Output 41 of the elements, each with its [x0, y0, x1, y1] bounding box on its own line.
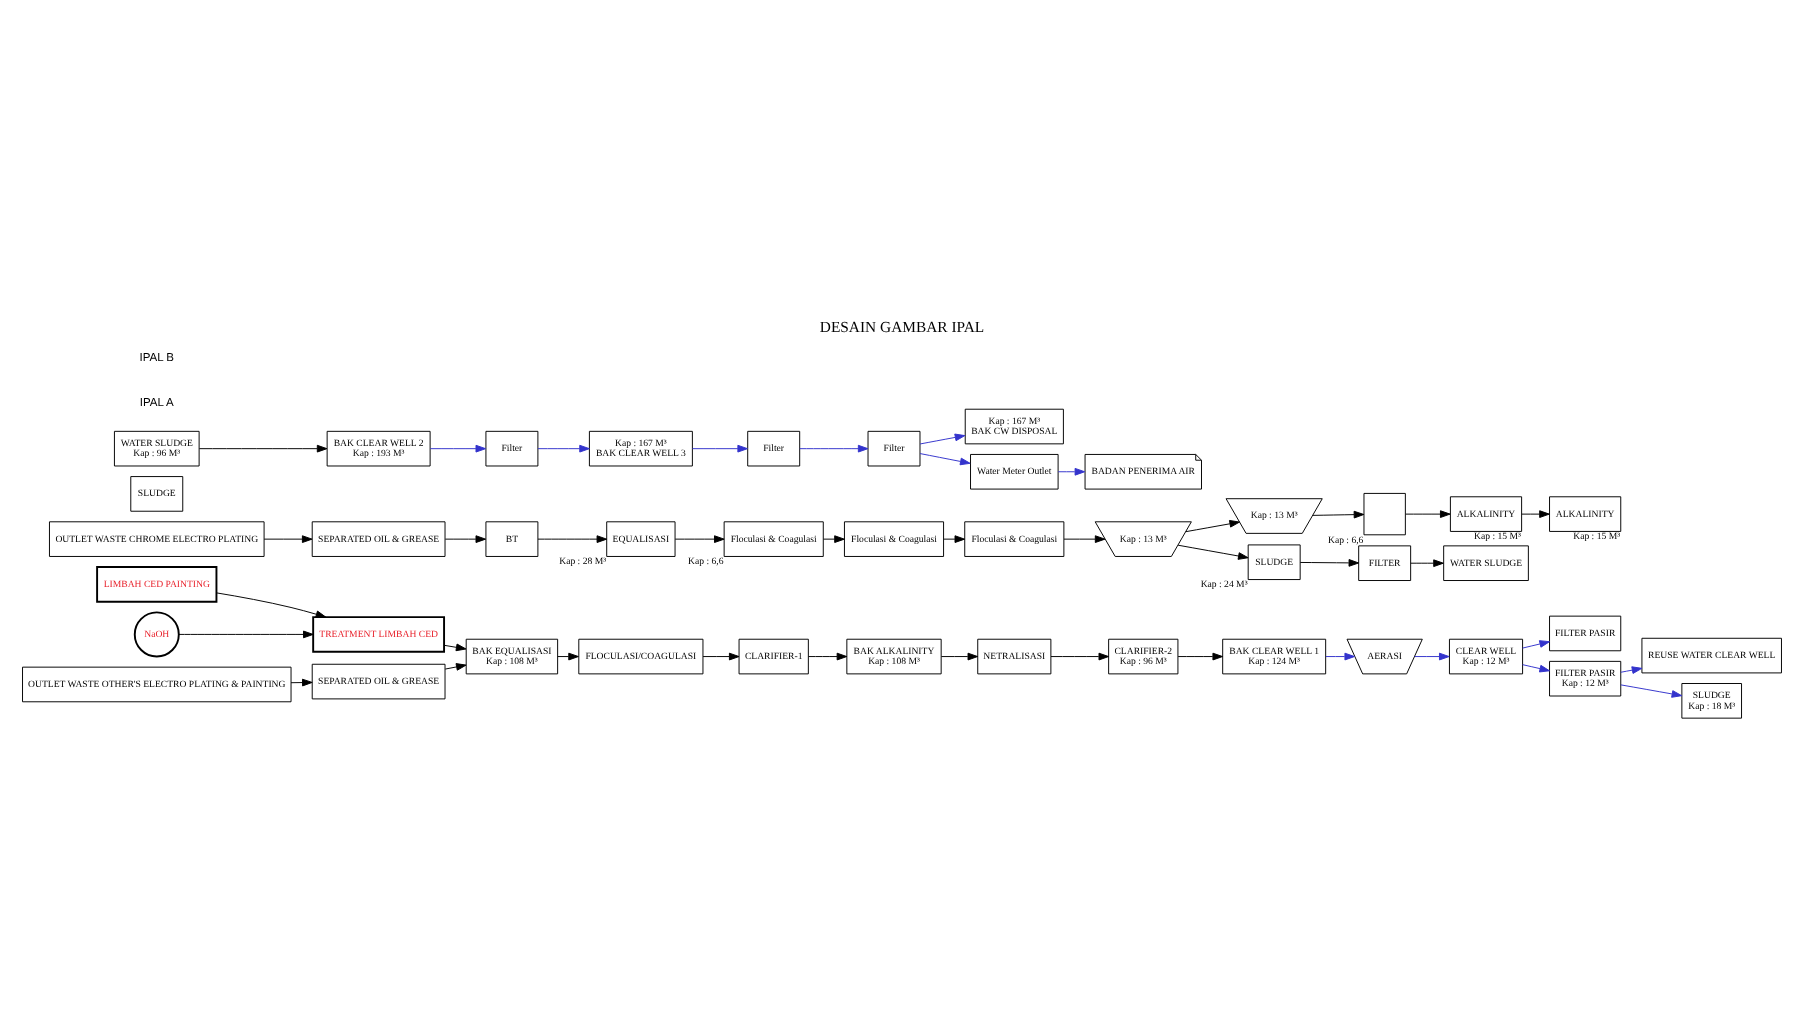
arrow — [1185, 520, 1240, 533]
arrow — [444, 663, 467, 671]
arrow — [1620, 684, 1683, 698]
arrow — [178, 630, 314, 639]
arrow — [1414, 652, 1450, 661]
arrow — [1177, 652, 1224, 661]
arrow — [443, 643, 467, 652]
arrow — [943, 535, 966, 543]
arrow — [1522, 640, 1550, 649]
arrow — [1177, 544, 1249, 560]
arrow — [557, 652, 579, 661]
node-box — [1363, 492, 1406, 536]
arrow — [1410, 559, 1444, 568]
arrow — [823, 535, 845, 543]
diagram-title: DESAIN GAMBAR IPAL — [819, 318, 985, 337]
arrow — [429, 444, 487, 453]
arrow — [1521, 510, 1550, 518]
arrow — [919, 453, 971, 466]
arrow — [1063, 535, 1106, 543]
arrow — [674, 535, 725, 543]
arrow — [1620, 666, 1643, 674]
arrow — [216, 592, 327, 619]
arrow — [1312, 510, 1365, 519]
arrow — [1325, 652, 1356, 661]
arrow — [808, 652, 848, 661]
arrow — [1057, 467, 1086, 476]
arrow — [537, 535, 608, 543]
arrow — [537, 444, 590, 453]
arrow — [1050, 652, 1110, 661]
arrow — [691, 444, 748, 453]
arrow — [1299, 559, 1360, 567]
arrow — [263, 535, 313, 543]
arrow — [799, 444, 869, 453]
arrow — [940, 652, 979, 661]
arrow — [290, 678, 313, 687]
arrow — [702, 652, 740, 661]
arrow — [1405, 510, 1451, 518]
arrow — [198, 444, 328, 453]
arrow — [444, 535, 487, 543]
arrow — [919, 433, 966, 445]
arrow — [1522, 664, 1550, 673]
